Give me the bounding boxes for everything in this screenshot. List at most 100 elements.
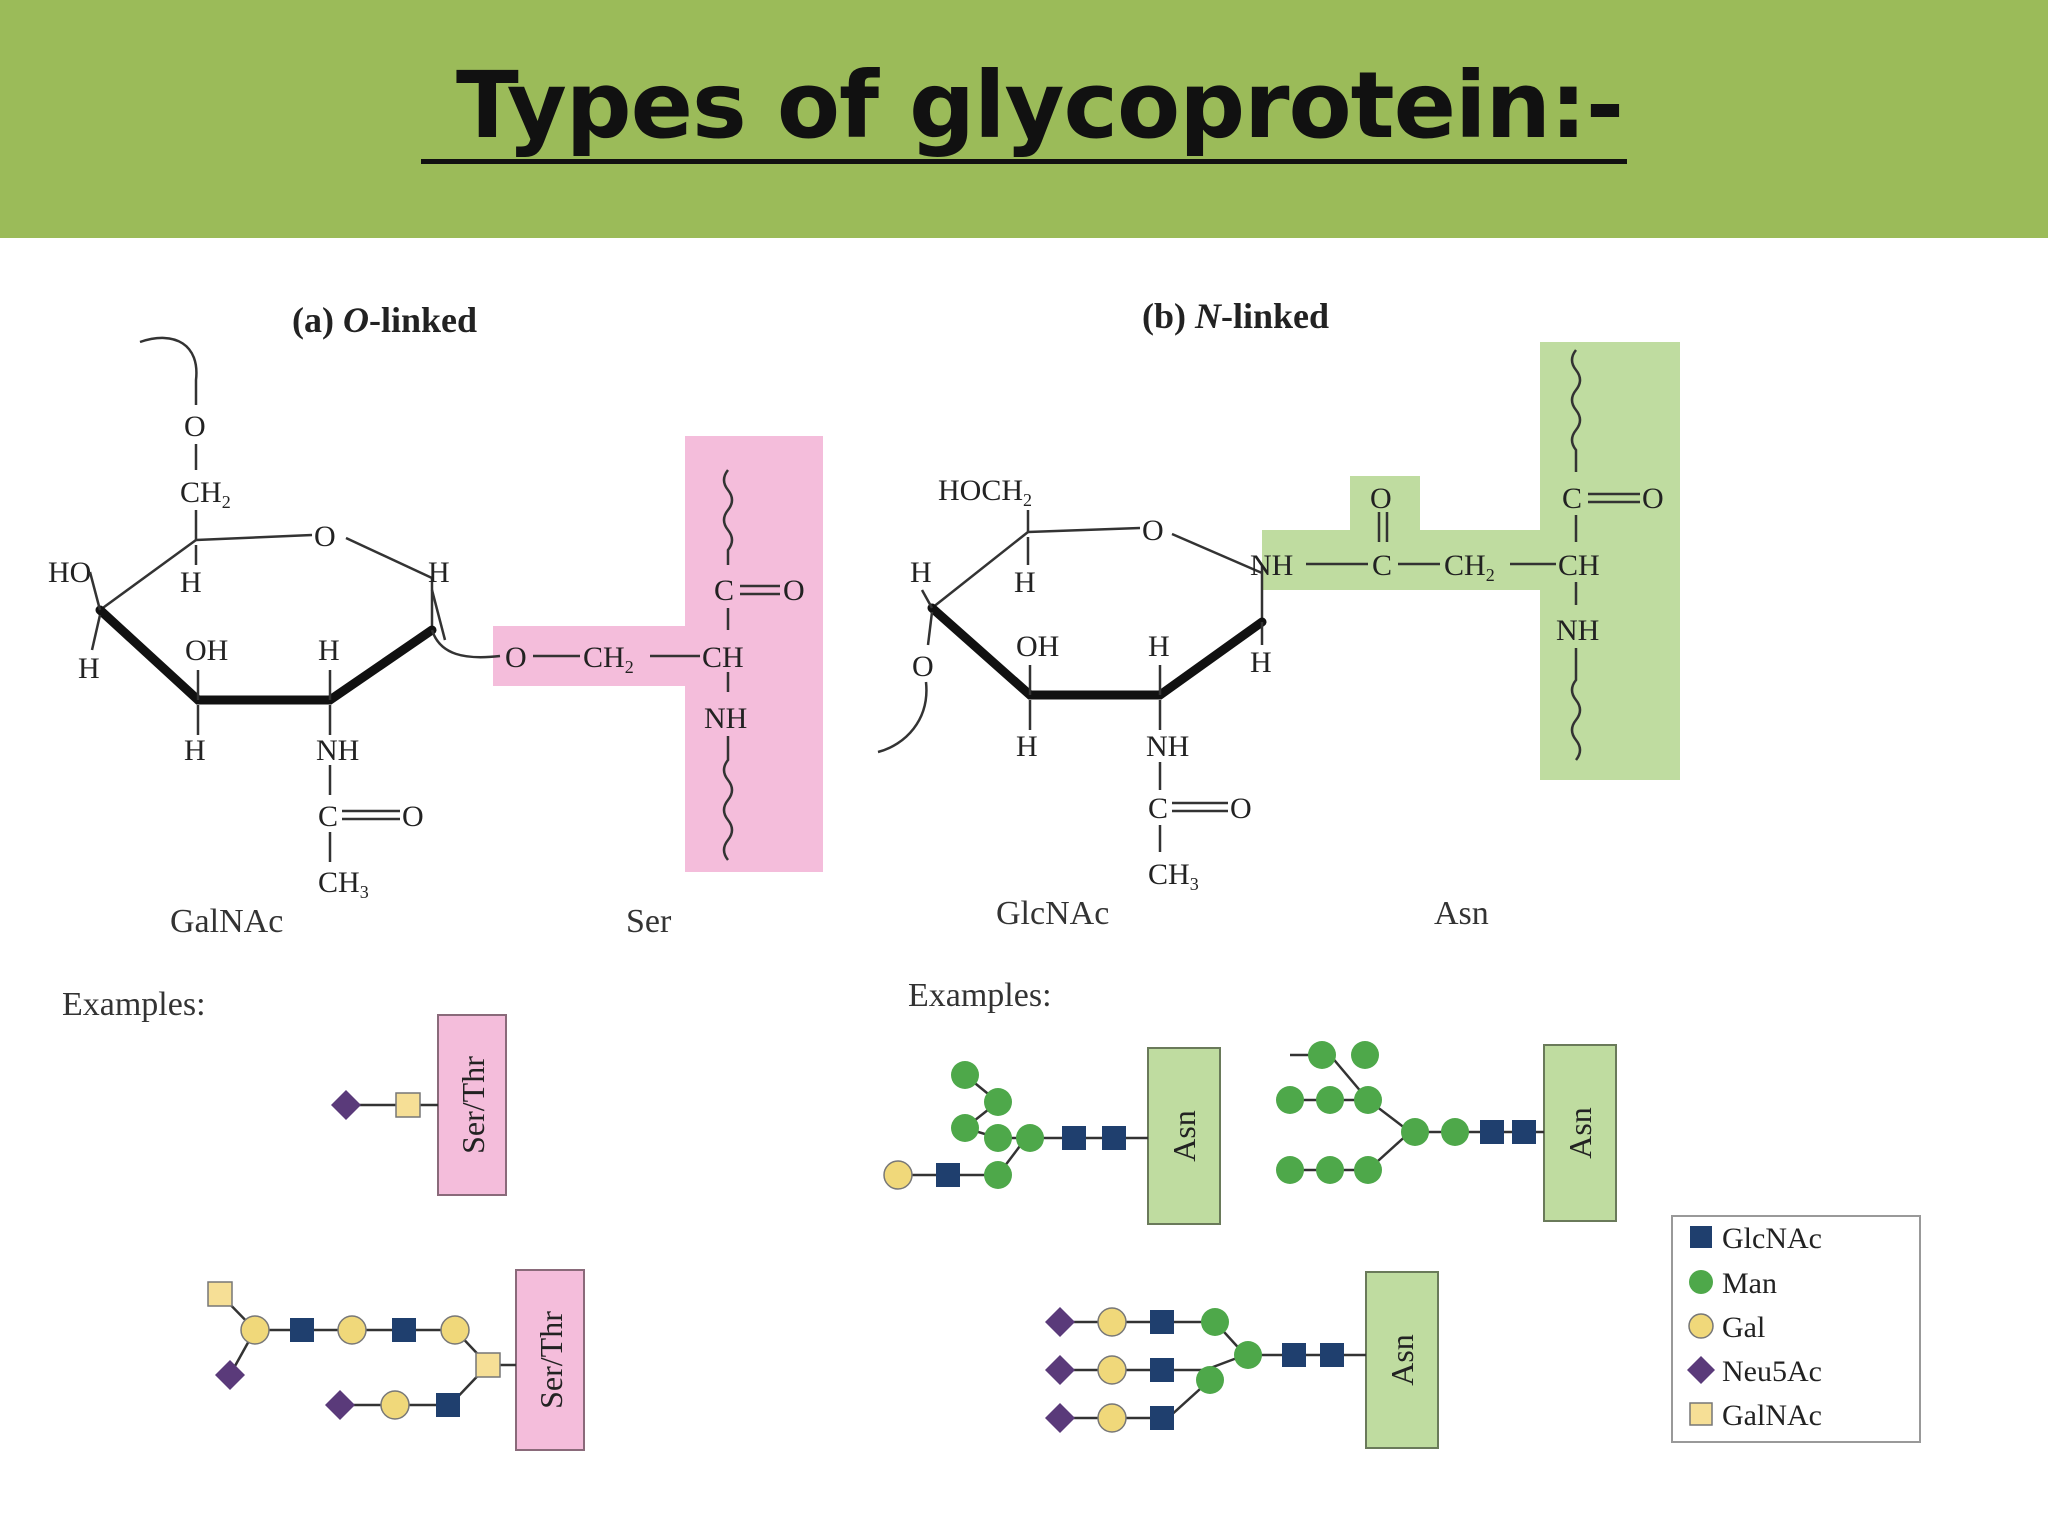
atom-ch2: CH2 xyxy=(180,476,231,512)
legend: GlcNAc Man Gal Neu5Ac GalNAc xyxy=(1671,1215,1921,1443)
glcnac-square xyxy=(1150,1358,1174,1382)
atom-oh-b: OH xyxy=(1016,630,1059,663)
slide-title-text: Types of glycoprotein:- xyxy=(420,52,1628,164)
atom-hoch2: HOCH2 xyxy=(938,474,1032,510)
atom-o-carbonyl-b: O xyxy=(1230,792,1252,825)
glcnac-square xyxy=(1480,1120,1504,1144)
glcnac-square-icon xyxy=(1690,1226,1712,1248)
glcnac-square xyxy=(1150,1310,1174,1334)
neu5ac-diamond-icon xyxy=(1687,1356,1715,1384)
asn-label-1: Asn xyxy=(1166,1110,1202,1162)
ser-thr-label-1: Ser/Thr xyxy=(455,1056,491,1154)
atom-ch3: CH3 xyxy=(318,866,369,902)
man-circle xyxy=(1234,1341,1262,1369)
neu5ac-diamond xyxy=(331,1090,361,1120)
asn-label-3: Asn xyxy=(1384,1334,1420,1386)
atom-ring-o: O xyxy=(314,520,336,553)
sugar-label-galnac: GalNAc xyxy=(170,903,283,940)
linker-c: C xyxy=(714,574,734,607)
atom-oh: OH xyxy=(185,634,228,667)
gal-circle-icon xyxy=(1688,1313,1714,1339)
linker-ch2: CH2 xyxy=(583,641,634,677)
legend-label-gal: Gal xyxy=(1722,1311,1765,1344)
neu5ac-diamond xyxy=(1045,1355,1075,1385)
galnac-square xyxy=(475,1352,501,1378)
man-circle xyxy=(1351,1041,1379,1069)
glcnac-square xyxy=(1512,1120,1536,1144)
linker-nh: NH xyxy=(704,702,747,735)
panel-n-linked: (b) N-linked HOCH2 O H H H O OH H H NH C… xyxy=(877,296,1680,1449)
legend-item-galnac: GalNAc xyxy=(1689,1399,1822,1432)
legend-label-glcnac: GlcNAc xyxy=(1722,1222,1822,1255)
glcnac-square xyxy=(1320,1343,1344,1367)
glcnac-square xyxy=(392,1318,416,1342)
man-circle xyxy=(1276,1086,1304,1114)
legend-item-man: Man xyxy=(1689,1267,1777,1300)
neu5ac-diamond xyxy=(215,1360,245,1390)
ring-bold-edge-b xyxy=(927,603,1267,700)
gal-circle xyxy=(1097,1403,1127,1433)
legend-item-glcnac: GlcNAc xyxy=(1690,1222,1822,1255)
atom-o-left-b: O xyxy=(912,650,934,683)
atom-c-b: C xyxy=(1148,792,1168,825)
linker-o-eq: O xyxy=(783,574,805,607)
man-circle xyxy=(1308,1041,1336,1069)
neu5ac-diamond xyxy=(1045,1307,1075,1337)
linker-ch-b: CH xyxy=(1558,549,1600,582)
galnac-square xyxy=(207,1281,233,1307)
glcnac-square xyxy=(290,1318,314,1342)
asn-label-2: Asn xyxy=(1562,1107,1598,1159)
gal-circle xyxy=(1097,1355,1127,1385)
atom-nh-b: NH xyxy=(1146,730,1189,763)
man-circle xyxy=(1276,1156,1304,1184)
gal-circle xyxy=(883,1160,913,1190)
atom-ch3-b: CH3 xyxy=(1148,858,1199,894)
galnac-square-icon xyxy=(1689,1402,1713,1426)
panel-a-heading: (a) O-linked xyxy=(292,300,477,340)
glcnac-square xyxy=(936,1163,960,1187)
chain-curve-top xyxy=(139,336,198,405)
atom-h2-b: H xyxy=(1014,566,1036,599)
gal-circle xyxy=(440,1315,470,1345)
man-circle xyxy=(984,1161,1012,1189)
man-circle xyxy=(1196,1366,1224,1394)
atom-o-top: O xyxy=(184,410,206,443)
neu5ac-diamond xyxy=(1045,1403,1075,1433)
man-circle xyxy=(1354,1086,1382,1114)
legend-item-neu5ac: Neu5Ac xyxy=(1687,1355,1822,1388)
atom-h2: H xyxy=(428,556,450,589)
sugar-label-glcnac: GlcNAc xyxy=(996,895,1109,932)
neu5ac-diamond xyxy=(325,1390,355,1420)
linker-nh2-b: NH xyxy=(1556,614,1599,647)
man-circle xyxy=(1401,1118,1429,1146)
atom-h3-b: H xyxy=(1250,646,1272,679)
man-circle xyxy=(1354,1156,1382,1184)
ser-thr-anchor-2 xyxy=(515,1269,585,1451)
man-circle-icon xyxy=(1689,1270,1713,1294)
legend-label-man: Man xyxy=(1722,1267,1777,1300)
ring-bold-edge xyxy=(95,605,437,705)
galnac-square xyxy=(395,1092,421,1118)
gal-circle xyxy=(337,1315,367,1345)
atom-ring-o-b: O xyxy=(1142,514,1164,547)
atom-h5-b: H xyxy=(1016,730,1038,763)
asn-anchor-2 xyxy=(1543,1044,1617,1222)
linker-c2-b: C xyxy=(1562,482,1582,515)
ser-thr-anchor-1 xyxy=(437,1014,507,1196)
slide-title: Types of glycoprotein:- xyxy=(0,52,2048,164)
panel-o-linked: (a) O-linked O CH2 O HO H H H OH H H NH xyxy=(48,300,823,1451)
atom-h3: H xyxy=(78,652,100,685)
asn-anchor-3 xyxy=(1365,1271,1439,1449)
linker-c-b: C xyxy=(1372,549,1392,582)
ser-highlight-box xyxy=(685,436,823,872)
asn-anchor-1 xyxy=(1147,1047,1221,1225)
atom-o-carbonyl: O xyxy=(402,800,424,833)
panel-b-heading: (b) N-linked xyxy=(1142,296,1329,336)
legend-item-gal: Gal xyxy=(1688,1311,1765,1344)
gal-circle xyxy=(1097,1307,1127,1337)
linker-ch2-b: CH2 xyxy=(1444,549,1495,585)
atom-h5: H xyxy=(184,734,206,767)
man-circle xyxy=(951,1114,979,1142)
linker-o: O xyxy=(505,641,527,674)
glycoprotein-diagram: (a) O-linked O CH2 O H O H H H OH H H NH xyxy=(48,296,1921,1451)
